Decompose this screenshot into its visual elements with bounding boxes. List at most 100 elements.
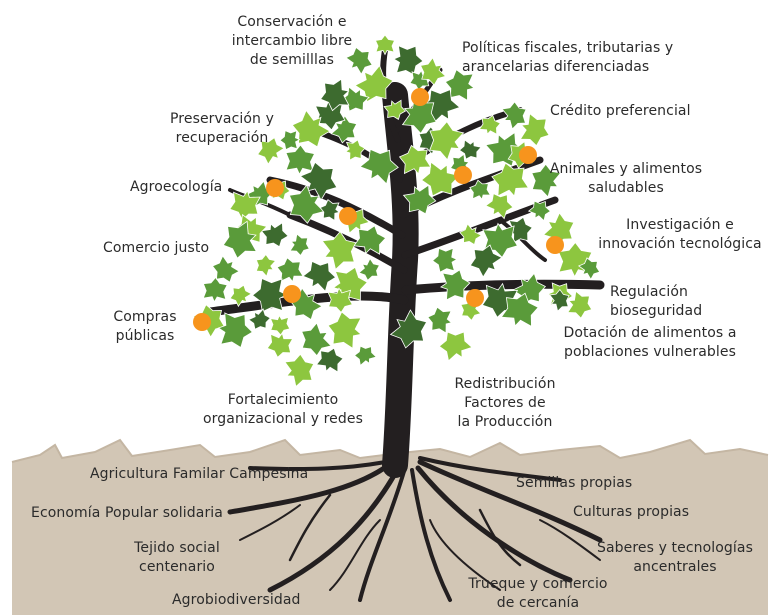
soil-grass-line — [11, 438, 769, 463]
leaf-icon — [202, 276, 228, 303]
leaf-icon — [527, 200, 552, 222]
fruit-icon — [266, 179, 284, 197]
fruit-group — [193, 88, 564, 331]
leaf-icon — [359, 148, 399, 185]
leaf-icon — [567, 290, 593, 319]
label-politicas: Políticas fiscales, tributarias y arance… — [462, 40, 674, 75]
leaf-icon — [427, 306, 453, 334]
leaf-icon — [256, 136, 285, 165]
leaf-icon — [255, 253, 277, 278]
leaf-icon — [438, 331, 473, 362]
soil-ground — [12, 440, 768, 615]
leaf-icon — [302, 260, 337, 293]
leaf-icon — [211, 255, 241, 283]
label-trueque: Trueque y comercio de cercanía — [468, 576, 608, 611]
leaf-icon — [229, 284, 253, 308]
leaf-icon — [217, 312, 254, 349]
leaf-icon — [549, 288, 570, 312]
label-tejido: Tejido social centenario — [134, 540, 220, 575]
fruit-icon — [411, 88, 429, 106]
leaf-icon — [419, 56, 447, 86]
leaf-icon — [431, 247, 458, 273]
leaf-icon — [484, 192, 514, 220]
leaf-icon — [327, 287, 353, 314]
leaf-icon — [285, 144, 316, 176]
leaf-icon — [374, 34, 396, 56]
leaf-icon — [321, 230, 357, 271]
leaf-icon — [358, 257, 380, 281]
label-conservacion: Conservación e intercambio libre de semi… — [231, 14, 353, 68]
leaf-icon — [440, 269, 471, 301]
leaf-icon — [247, 308, 271, 330]
leaf-icon — [500, 292, 539, 328]
leaf-icon — [353, 225, 387, 255]
leaf-icon — [420, 161, 461, 197]
leaf-icon — [383, 99, 407, 121]
leaf-icon — [389, 309, 428, 349]
fruit-icon — [283, 285, 301, 303]
leaf-icon — [469, 244, 503, 278]
leaf-icon — [345, 46, 373, 76]
leaf-icon — [458, 139, 482, 160]
label-saberes: Saberes y tecnologías ancentrales — [597, 540, 753, 575]
leaf-icon — [491, 162, 530, 197]
fruit-icon — [546, 236, 564, 254]
fruit-icon — [339, 207, 357, 225]
leaf-icon — [266, 332, 294, 358]
label-animales: Animales y alimentos saludables — [549, 161, 703, 196]
leaf-icon — [459, 223, 483, 246]
label-agricultura: Agricultura Familar Campesina — [90, 466, 309, 482]
leaf-icon — [319, 78, 350, 112]
leaf-icon — [354, 64, 394, 103]
leaf-icon — [229, 190, 261, 221]
leaf-icon — [469, 179, 491, 201]
leaf-icon — [301, 322, 332, 357]
leaf-icon — [577, 257, 601, 281]
label-comercio-justo: Comercio justo — [103, 240, 210, 256]
fruit-icon — [454, 166, 472, 184]
roots — [227, 456, 603, 602]
label-credito: Crédito preferencial — [550, 103, 691, 119]
label-agroecologia: Agroecología — [130, 179, 223, 195]
leaf-icon — [260, 222, 289, 248]
leaf-icon — [398, 144, 432, 175]
leaf-icon — [269, 314, 291, 336]
leaf-icon — [519, 112, 550, 147]
leaf-icon — [531, 163, 562, 198]
leaf-icon — [315, 347, 344, 373]
label-culturas: Culturas propias — [573, 504, 690, 520]
leaf-icon — [319, 199, 341, 222]
leaf-icon — [353, 345, 378, 367]
leaf-icon — [276, 257, 304, 283]
leaf-icon — [402, 184, 437, 215]
leaf-icon — [291, 109, 331, 148]
leaf-icon — [284, 353, 315, 388]
label-agrobiodiversidad: Agrobiodiversidad — [172, 592, 301, 608]
leaf-icon — [289, 233, 310, 257]
leaf-icon — [392, 45, 424, 76]
label-redistribucion: Redistribución Factores de la Producción — [454, 376, 556, 430]
fruit-icon — [193, 313, 211, 331]
label-compras: Compras públicas — [113, 309, 177, 344]
label-dotacion: Dotación de alimentos a poblaciones vuln… — [563, 325, 737, 360]
leaf-icon — [501, 101, 527, 130]
leaf-icon — [288, 184, 325, 224]
leaf-icon — [478, 114, 502, 135]
fruit-icon — [519, 146, 537, 164]
label-regulacion: Regulación bioseguridad — [610, 284, 703, 319]
leaf-icon — [401, 94, 437, 135]
label-preservacion: Preservación y recuperación — [170, 111, 274, 146]
label-investigacion: Investigación e innovación tecnológica — [598, 217, 762, 252]
leaf-icon — [222, 220, 258, 259]
leaf-icon — [327, 311, 362, 350]
fruit-icon — [466, 289, 484, 307]
label-fortalecimiento: Fortalecimiento organizacional y redes — [203, 392, 363, 427]
label-semillas: Semillas propias — [516, 475, 633, 491]
leaf-icon — [344, 139, 366, 161]
leaf-icon — [279, 130, 301, 151]
leaf-icon — [429, 121, 465, 161]
leaf-canopy — [192, 34, 601, 388]
label-economia: Economía Popular solidaria — [31, 505, 223, 521]
